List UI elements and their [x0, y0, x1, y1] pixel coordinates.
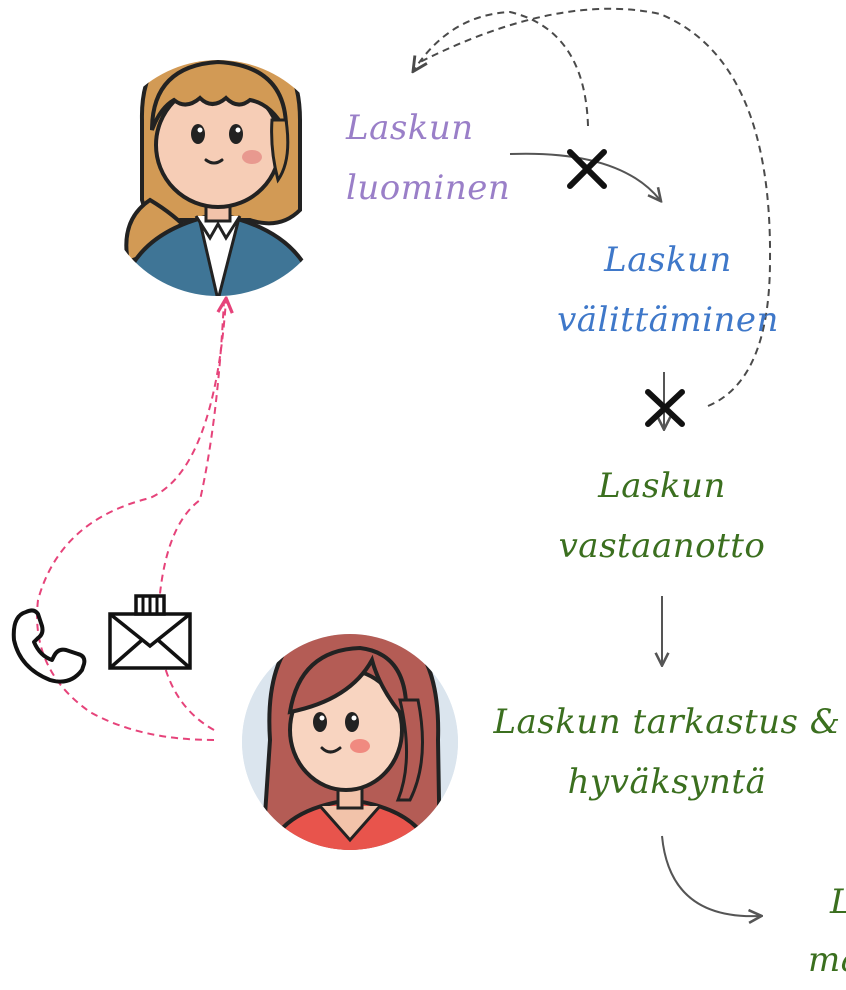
step-label-delivery: Laskun välittäminen	[548, 230, 788, 350]
step-next-line2: ma	[808, 940, 846, 980]
step-review-line1: Laskun tarkastus &	[493, 702, 841, 742]
step-creation-line2: luominen	[346, 168, 511, 208]
step-label-review: Laskun tarkastus & hyväksyntä	[492, 692, 842, 812]
step-reception-line1: Laskun	[598, 466, 726, 506]
step-label-next: L	[830, 872, 846, 932]
step-label-next-line2-wrap: ma	[808, 930, 846, 990]
step-creation-line1: Laskun	[346, 108, 474, 148]
flow-arrow-review-to-next	[661, 835, 760, 916]
contact-path-letter	[156, 299, 225, 731]
contact-path-phone	[36, 300, 226, 741]
receiver-avatar	[242, 634, 458, 850]
blocked-x-icon	[567, 149, 607, 189]
sender-avatar	[100, 60, 336, 296]
step-review-line2: hyväksyntä	[567, 762, 767, 802]
letter-icon	[108, 594, 192, 670]
phone-icon	[11, 608, 87, 684]
step-reception-line2: vastaanotto	[558, 526, 766, 566]
step-delivery-line2: välittäminen	[557, 300, 779, 340]
failed-return-path-1	[414, 10, 589, 127]
step-next-line1: L	[830, 872, 846, 932]
step-label-creation: Laskun luominen	[346, 98, 510, 218]
step-delivery-line1: Laskun	[604, 240, 732, 280]
failed-return-path-2	[419, 7, 772, 407]
diagram-canvas	[11, 7, 772, 969]
invoice-flow-diagram: Laskun luominen Laskun välittäminen Lask…	[11, 7, 846, 980]
step-label-reception: Laskun vastaanotto	[542, 456, 782, 576]
flow-arrow-creation-to-delivery	[509, 152, 660, 200]
blocked-x-icon	[645, 389, 685, 427]
